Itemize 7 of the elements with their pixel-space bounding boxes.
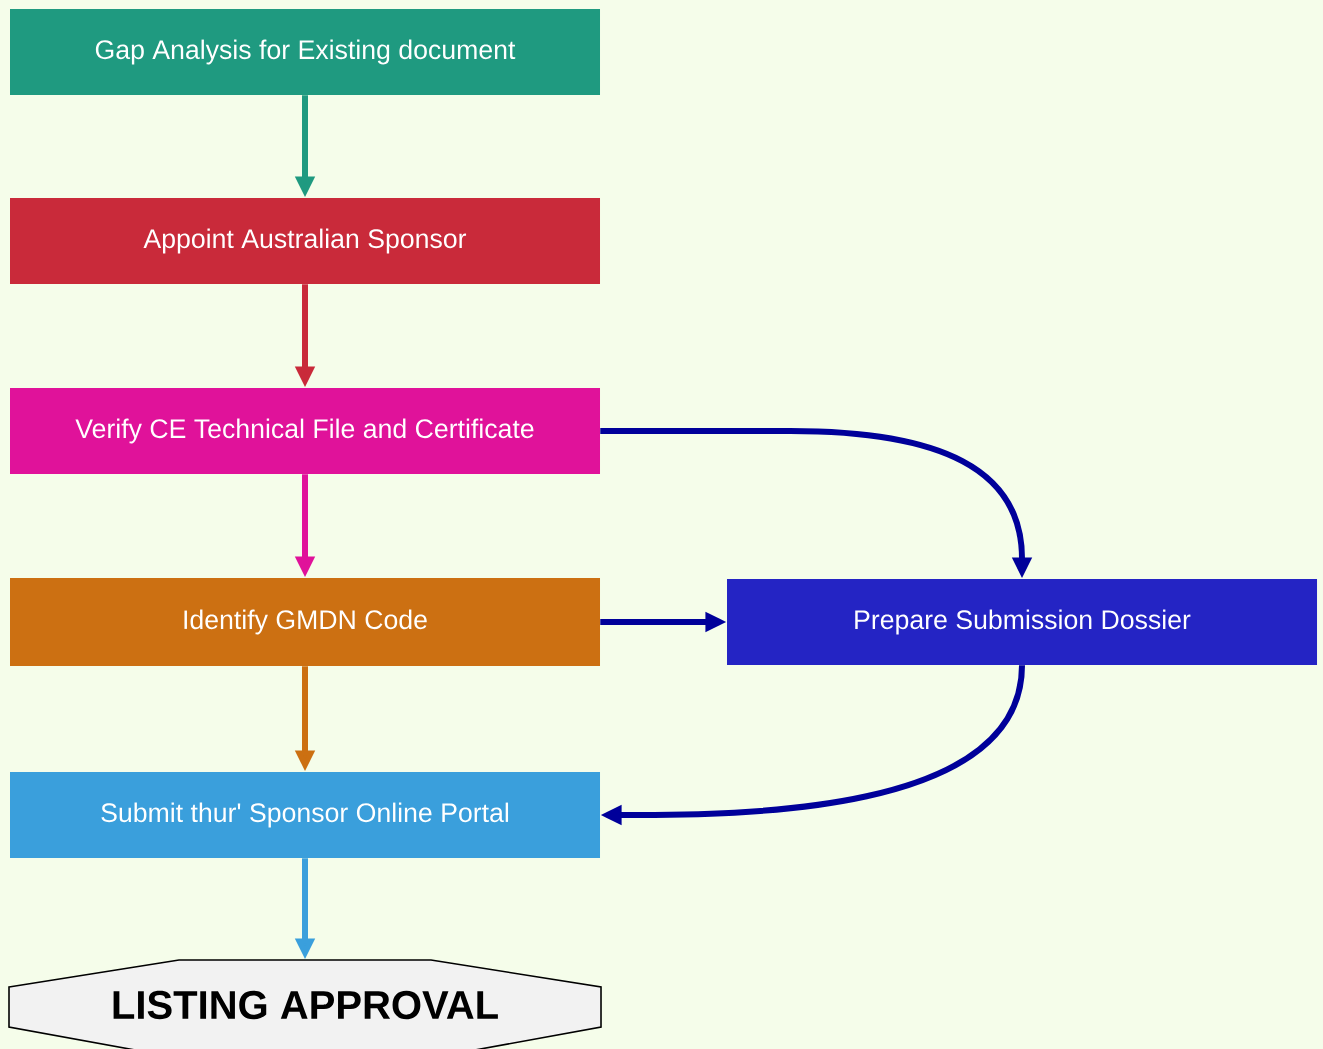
process-box: Appoint Australian Sponsor <box>10 198 600 284</box>
process-box: Submit thur' Sponsor Online Portal <box>10 772 600 858</box>
process-box: Identify GMDN Code <box>10 578 600 666</box>
process-box: Gap Analysis for Existing document <box>10 9 600 95</box>
process-box: Prepare Submission Dossier <box>727 579 1317 665</box>
terminal-hexagon: LISTING APPROVAL <box>8 959 602 1049</box>
process-box: Verify CE Technical File and Certificate <box>10 388 600 474</box>
